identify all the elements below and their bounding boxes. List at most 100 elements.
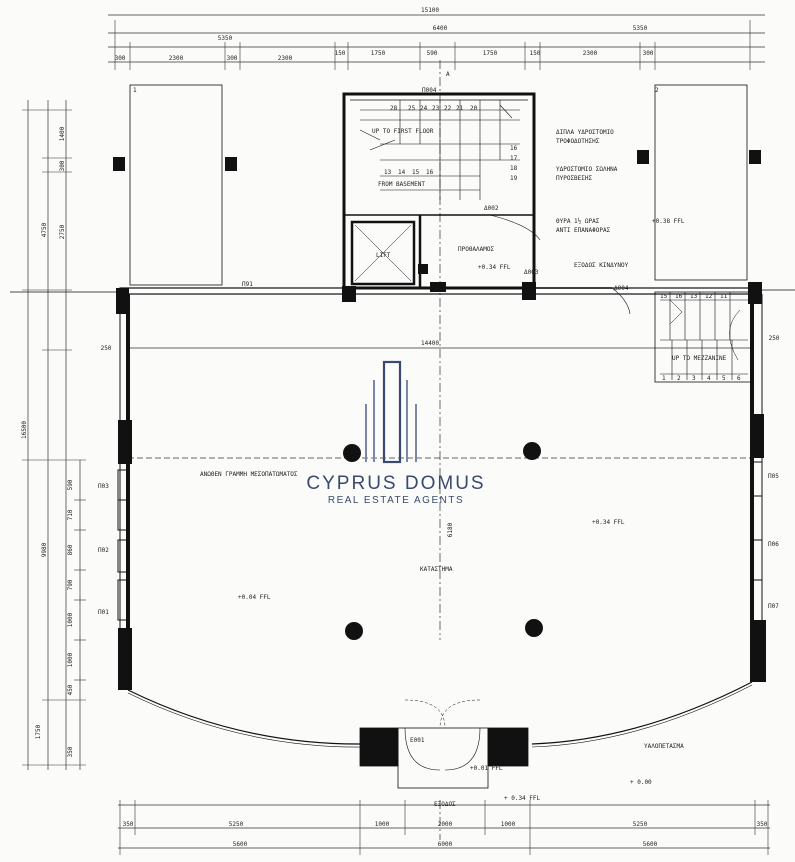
label-stair-16a: 16 [510, 145, 518, 152]
label-p003: Π03 [98, 483, 109, 490]
label-stair-13: 13 [384, 169, 392, 176]
dim-left-10: 450 [67, 684, 74, 695]
label-stair-23: 23 [432, 105, 440, 112]
dim-top-3: 2300 [278, 55, 293, 62]
dim-left-2: 2750 [59, 224, 66, 239]
dim-top-1: 2300 [169, 55, 184, 62]
dim-top-0: 300 [115, 55, 126, 62]
dim-bottom-3: 2000 [438, 821, 453, 828]
label-stair-15: 15 [412, 169, 420, 176]
label-p001: Π01 [98, 609, 109, 616]
label-hydrant-3: ΥΔΡΟΣΤΟΜΙΟ ΣΩΛΗΝΑ [556, 166, 618, 173]
label-p006: Π06 [768, 541, 779, 548]
label-mez-15: 15 [660, 293, 668, 300]
dim-left-0: 1400 [59, 126, 66, 141]
label-mez-1: 1 [662, 375, 666, 382]
label-mez-13: 13 [690, 293, 698, 300]
label-stair-22: 22 [444, 105, 452, 112]
dim-left-5: 710 [67, 509, 74, 520]
dim-left-upper: 4750 [41, 222, 48, 237]
label-mezzanine-line: ΑΝΩΘΕΝ ΓΡΑΜΜΗ ΜΕΣΟΠΑΤΩΜΑΤΟΣ [200, 471, 298, 478]
dim-left-9: 1000 [67, 652, 74, 667]
label-stair-19: 19 [510, 175, 518, 182]
label-column-1: 1 [133, 87, 137, 94]
label-hydrant-2: ΤΡΟΦΟΔΟΤΗΣΗΣ [556, 138, 600, 145]
label-stair-20: 20 [470, 105, 478, 112]
label-stair-28: 28 [390, 105, 398, 112]
label-exit-sign: ΕΞΟΔΟΣ ΚΙΝΔΥΝΟΥ [574, 262, 629, 269]
dimension-lines [22, 14, 770, 855]
columns [113, 150, 766, 690]
label-mez-3: 3 [692, 375, 696, 382]
label-door-2: ΑΝΤΙ ΕΠΑΝΑΦΟΡΑΣ [556, 227, 611, 234]
dim-bottom-right: 5600 [643, 841, 658, 848]
label-stair-14: 14 [398, 169, 406, 176]
dim-bottom-mid: 6000 [438, 841, 453, 848]
dim-bottom-2: 1000 [375, 821, 390, 828]
label-mez-5: 5 [722, 375, 726, 382]
label-p007: Π07 [768, 603, 779, 610]
label-mez-2: 2 [677, 375, 681, 382]
label-lobby: ΠΡΟΘΑΛΑΜΟΣ [458, 246, 495, 253]
dim-bottom-left: 5600 [233, 841, 248, 848]
label-left-level: +0.04 FFL [238, 594, 271, 601]
dim-top-left-span: 5350 [218, 35, 233, 42]
label-from-basement: FROM BASEMENT [378, 181, 425, 188]
dim-top-8: 150 [530, 50, 541, 57]
label-mez-11: 11 [720, 293, 728, 300]
label-hydrant-4: ΠΥΡΟΣΒΕΣΗΣ [556, 175, 593, 182]
dim-bottom-0: 350 [123, 821, 134, 828]
dim-left-11: 1750 [35, 724, 42, 739]
label-p005: Π05 [768, 473, 779, 480]
dim-left-12: 350 [67, 746, 74, 757]
label-p002: Π02 [98, 547, 109, 554]
dim-left-mid: 9980 [41, 542, 48, 557]
watermark-subtitle: REAL ESTATE AGENTS [328, 495, 464, 506]
dim-core-height: 6180 [447, 522, 454, 537]
dim-bottom-6: 350 [757, 821, 768, 828]
dim-top-9: 2300 [583, 50, 598, 57]
label-stair-24: 24 [420, 105, 428, 112]
label-d002: Δ002 [484, 205, 499, 212]
dim-top-10: 300 [643, 50, 654, 57]
label-entrance-level: +0.01 FFL [470, 765, 503, 772]
label-outside-level: + 0.34 FFL [504, 795, 541, 802]
dim-left-6: 860 [67, 544, 74, 555]
watermark-logo [365, 360, 417, 464]
dim-top-4: 150 [335, 50, 346, 57]
plan-labels: 1 2 Π004 A 28 25 24 23 22 21 20 UP TO FI… [98, 71, 779, 808]
dim-top-5: 1750 [371, 50, 386, 57]
label-stair-17: 17 [510, 155, 518, 162]
label-section-marker: A [446, 71, 450, 78]
label-shop-level: +0.34 FFL [592, 519, 625, 526]
label-right-level: +0.38 FFL [652, 218, 685, 225]
label-up-to-mezzanine: UP TO ΜΕΖΖΑΝΙΝΕ [672, 355, 727, 362]
dim-inner-width: 14400 [421, 340, 439, 347]
dim-top-7: 1750 [483, 50, 498, 57]
label-stair-21: 21 [456, 105, 464, 112]
label-exit-bottom: ΕΞΟΔΟΣ [434, 801, 456, 808]
label-stair-16b: 16 [426, 169, 434, 176]
label-mez-4: 4 [707, 375, 711, 382]
dim-left-total: 16500 [21, 421, 28, 439]
dim-overall-top: 15100 [421, 7, 439, 14]
label-d003: Δ003 [524, 269, 539, 276]
watermark-title: CYPRUS DOMUS [306, 473, 485, 494]
label-hydrant-1: ΔΙΠΛΑ ΥΔΡΟΣΤΟΜΙΟ [556, 129, 614, 136]
dim-core-left: 250 [769, 335, 780, 342]
label-up-to-first-floor: UP TO FIRST FLOOR [372, 128, 434, 135]
label-column-2: 2 [655, 87, 659, 94]
label-lift: LIFT [376, 252, 391, 259]
label-canopy: ΥΑΛΟΠΕΤΑΣΜΑ [644, 743, 684, 750]
dim-top-6: 590 [427, 50, 438, 57]
label-p004-top: Π004 [422, 87, 437, 94]
dimension-text: 15100 5350 6400 5350 300 2300 300 2300 1… [21, 7, 780, 848]
label-mez-12: 12 [705, 293, 713, 300]
dim-left-1: 300 [59, 160, 66, 171]
dim-top-mid-span: 6400 [433, 25, 448, 32]
label-e001: Ε001 [410, 737, 425, 744]
label-stair-25: 25 [408, 105, 416, 112]
dim-left-4: 590 [67, 479, 74, 490]
label-ground-level: + 0.00 [630, 779, 652, 786]
